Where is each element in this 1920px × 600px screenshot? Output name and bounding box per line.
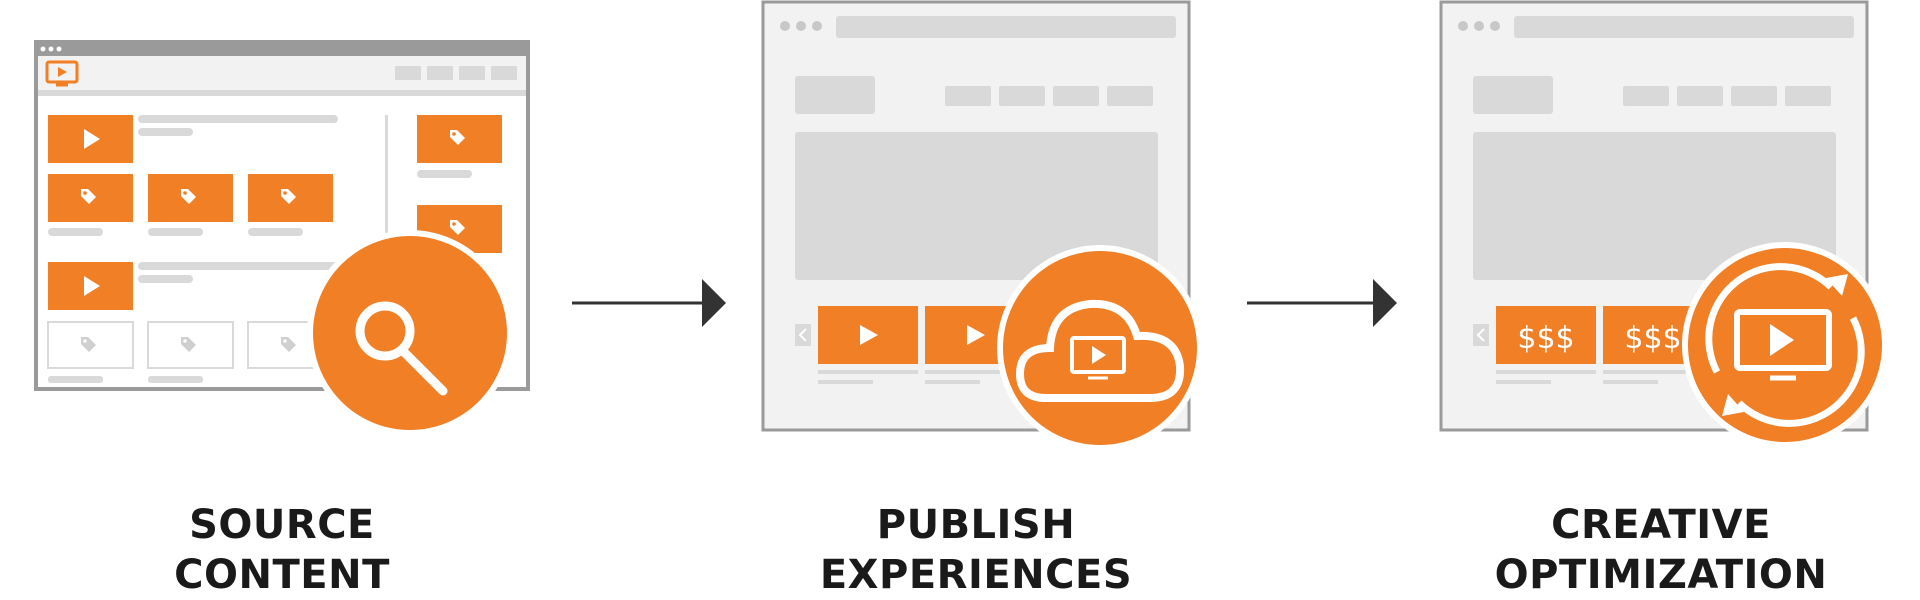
step-label-line: SOURCE — [189, 502, 375, 548]
search-badge — [307, 230, 513, 436]
price-tile-text: $$$ — [1624, 321, 1681, 356]
step-label-line: CREATIVE — [1551, 502, 1771, 548]
magnifier-icon — [355, 301, 448, 396]
optimize-badge — [1682, 242, 1888, 448]
flow-arrow-1 — [572, 279, 726, 327]
price-tile-text: $$$ — [1517, 321, 1574, 356]
cloud-video-icon — [1015, 299, 1185, 402]
step-label-line: PUBLISH — [876, 502, 1076, 548]
step-label-line: EXPERIENCES — [819, 552, 1133, 598]
creative-optimization-window: $$$ $$$ — [1439, 0, 1869, 432]
refresh-video-icon — [1705, 263, 1865, 427]
logo-icon — [45, 60, 79, 87]
step-label-source: SOURCE CONTENT — [82, 500, 482, 600]
step-label-publish: PUBLISH EXPERIENCES — [776, 500, 1176, 600]
flow-arrow-2 — [1247, 279, 1397, 327]
step-label-optimize: CREATIVE OPTIMIZATION — [1461, 500, 1861, 600]
step-label-line: OPTIMIZATION — [1494, 552, 1828, 598]
source-content-window — [34, 40, 530, 391]
cloud-badge — [997, 245, 1203, 451]
step-label-line: CONTENT — [174, 552, 390, 598]
publish-experiences-window — [761, 0, 1191, 432]
